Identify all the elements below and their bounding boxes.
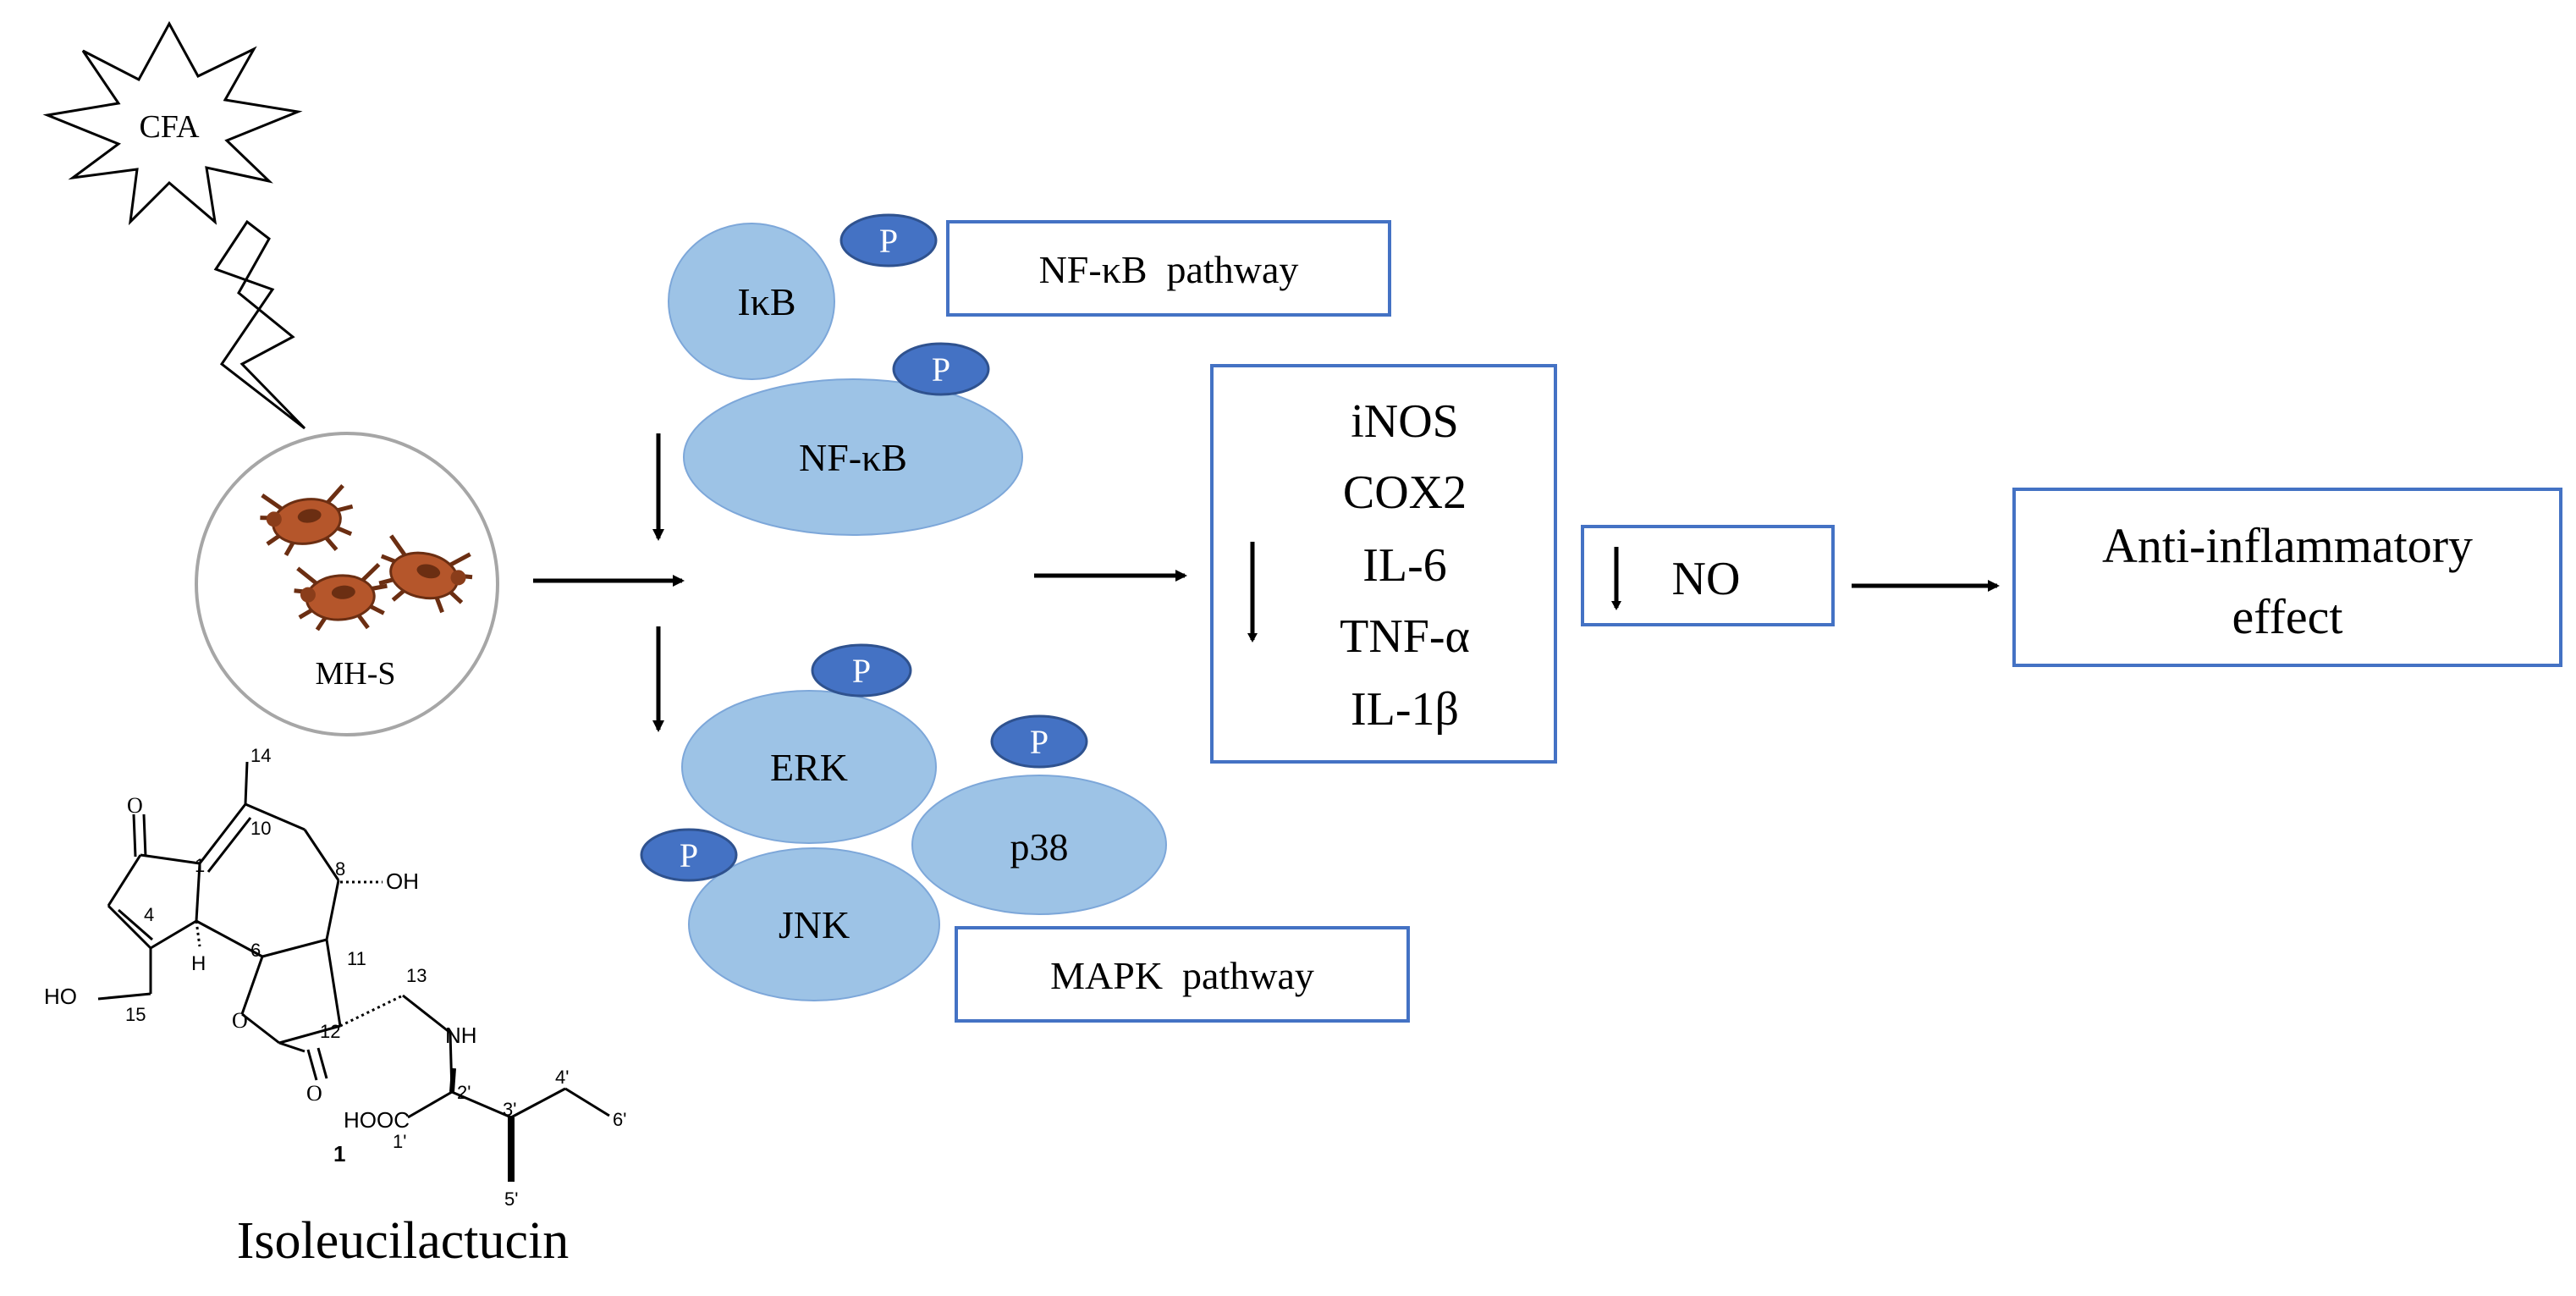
atom-label: H — [191, 952, 206, 975]
p38-protein: p38 — [911, 775, 1167, 915]
phospho-label: P — [932, 350, 950, 389]
atom-label: OH — [386, 869, 419, 894]
mediator-item: iNOS — [1351, 395, 1459, 448]
mite-icon — [378, 534, 473, 614]
atom-label: 15 — [125, 1004, 146, 1025]
phospho-label: P — [879, 222, 898, 260]
nfkb-pathway-label: NF-κB pathway — [1039, 248, 1299, 291]
oxygen-labels: O O O — [127, 793, 322, 1106]
atom-label: 1 — [195, 855, 205, 876]
phospho-ellipse — [990, 714, 1088, 769]
mapk-pathway-box — [955, 926, 1410, 1023]
nfkb-label: NF-κB — [799, 436, 907, 479]
mediator-item: IL-1β — [1351, 683, 1459, 736]
atom-label: 4' — [555, 1067, 569, 1088]
jnk-phospho-badge: P — [640, 828, 738, 882]
atom-label: 12 — [320, 1021, 340, 1042]
cfa-starburst-shape — [42, 20, 303, 226]
cell-label: MH-S — [315, 656, 395, 692]
cfa-stimulus: CFA — [42, 20, 303, 226]
structure-labels: 14 10 1 8 OH 4 H 6 11 13 HO 15 12 NH 2' … — [44, 745, 626, 1210]
nfkb-pathway-box — [946, 220, 1391, 317]
mhs-cell: MH-S — [195, 432, 499, 736]
isoleucilactucin-structure — [97, 761, 610, 1182]
mite-icon — [294, 562, 388, 631]
p38-label: p38 — [1010, 825, 1069, 869]
jnk-label: JNK — [779, 903, 850, 946]
erk-phospho-badge: P — [811, 643, 912, 698]
effect-line-1: Anti-inflammatory — [2102, 518, 2473, 573]
phospho-ellipse — [839, 213, 938, 267]
phospho-ellipse — [640, 828, 738, 882]
compound-number: 1 — [333, 1141, 345, 1166]
nfkb-phospho-badge: P — [892, 342, 990, 396]
atom-label: 10 — [250, 818, 271, 839]
phospho-label: P — [680, 836, 698, 874]
compound-name: Isoleucilactucin — [237, 1212, 570, 1270]
p38-ellipse — [911, 775, 1167, 915]
ikb-phospho-badge: P — [839, 213, 938, 267]
atom-label: 14 — [250, 745, 271, 766]
erk-ellipse — [681, 690, 937, 844]
atom-label: 8 — [335, 858, 345, 880]
jnk-ellipse — [688, 847, 940, 1001]
atom-label: 1' — [393, 1131, 406, 1152]
atom-label: O — [306, 1081, 322, 1106]
effect-box — [2012, 488, 2562, 667]
phospho-label: P — [1030, 723, 1049, 761]
no-box — [1581, 525, 1835, 626]
atom-label: 2' — [457, 1082, 471, 1103]
mediator-item: COX2 — [1343, 466, 1467, 519]
lightning-bolt-icon — [213, 219, 306, 430]
atom-label: NH — [445, 1023, 477, 1048]
atom-label: O — [232, 1008, 248, 1033]
atom-label: 6 — [250, 940, 261, 961]
atom-label: HOOC — [344, 1107, 410, 1133]
mite-icon — [260, 483, 354, 557]
erk-label: ERK — [770, 746, 848, 789]
atom-label: 13 — [406, 965, 427, 986]
phospho-label: P — [852, 652, 871, 690]
effect-line-2: effect — [2232, 589, 2343, 644]
jnk-protein: JNK — [688, 847, 940, 1001]
p38-phospho-badge: P — [990, 714, 1088, 769]
cfa-label: CFA — [139, 109, 200, 145]
atom-label: 3' — [503, 1099, 516, 1120]
phospho-ellipse — [892, 342, 990, 396]
mediators-list: iNOS COX2 IL-6 TNF-α IL-1β — [1340, 395, 1470, 736]
mapk-pathway-label: MAPK pathway — [1050, 954, 1314, 997]
atom-label: 11 — [347, 948, 366, 969]
nfkb-protein: NF-κB — [683, 378, 1023, 536]
mediator-item: TNF-α — [1340, 610, 1470, 663]
atom-label: 4 — [144, 904, 154, 925]
ikb-protein: IκB — [668, 223, 835, 380]
mediators-box — [1210, 364, 1557, 764]
ikb-label: IκB — [737, 280, 795, 323]
mediator-item: IL-6 — [1362, 539, 1447, 592]
atom-label: 6' — [613, 1109, 626, 1130]
atom-label: O — [127, 793, 143, 818]
phospho-ellipse — [811, 643, 912, 698]
erk-protein: ERK — [681, 690, 937, 844]
ikb-ellipse — [668, 223, 835, 380]
no-label: NO — [1672, 553, 1741, 605]
atom-label: HO — [44, 984, 77, 1009]
atom-label: 5' — [504, 1188, 518, 1210]
nfkb-ellipse — [683, 378, 1023, 536]
